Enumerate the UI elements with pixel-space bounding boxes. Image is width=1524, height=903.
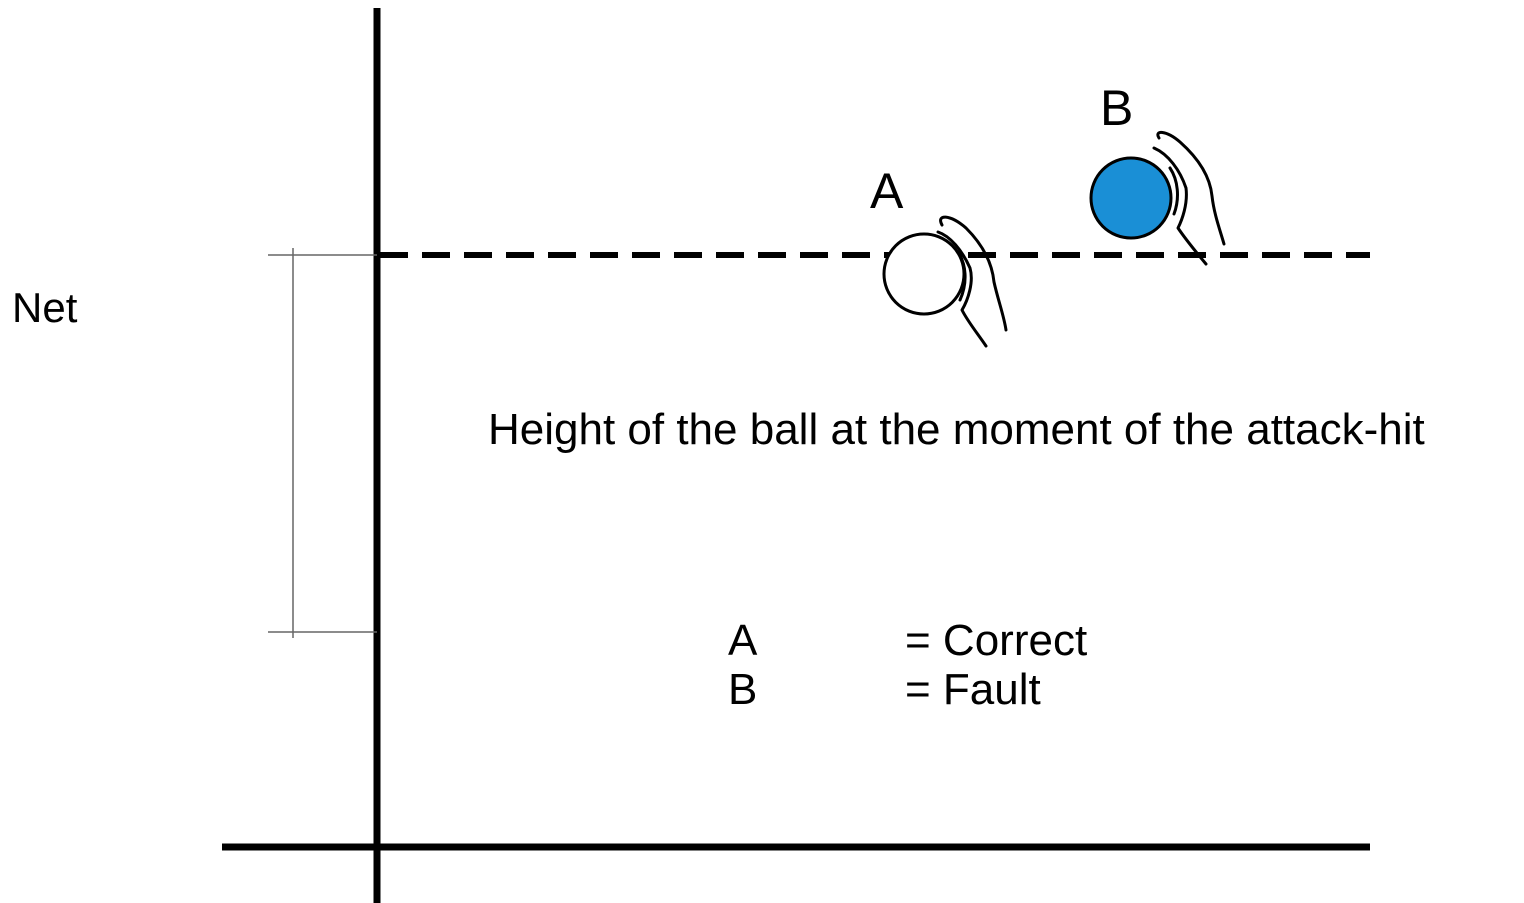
legend-value-b: = Fault <box>905 665 1041 714</box>
legend: A = Correct B = Fault <box>728 616 1087 714</box>
ball-b-label: B <box>1100 80 1133 136</box>
caption: Height of the ball at the moment of the … <box>488 405 1425 454</box>
net-label: Net <box>12 284 78 331</box>
net-height-bracket <box>268 248 377 638</box>
legend-key-b: B <box>728 665 757 714</box>
ball-a-label: A <box>870 163 904 219</box>
legend-key-a: A <box>728 616 758 665</box>
hand-a-icon <box>936 215 1008 348</box>
legend-value-a: = Correct <box>905 616 1087 665</box>
hand-b-icon <box>1152 131 1226 266</box>
ball-a <box>882 232 966 316</box>
ball-b <box>1089 156 1173 240</box>
